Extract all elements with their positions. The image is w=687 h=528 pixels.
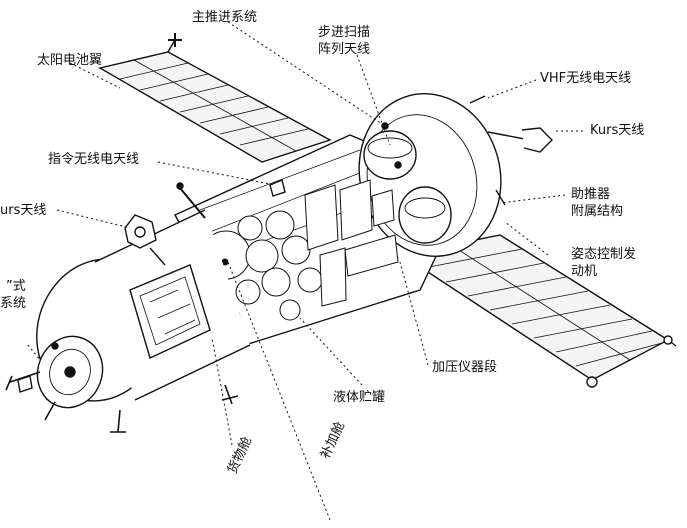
docking-system-label-line1: ”式 — [6, 279, 26, 294]
equipment-racks — [304, 179, 399, 307]
booster-attach-label: 助推器 附属结构 — [571, 186, 623, 220]
booster-attach-label-line1: 助推器 — [571, 187, 611, 202]
docking-system-label-line2: 系统 — [0, 296, 27, 311]
leader-lines — [27, 21, 583, 521]
cargo-module — [5, 209, 251, 409]
pressurized-section-label: 加压仪器段 — [432, 360, 498, 375]
kurs-antenna-left-body — [124, 214, 166, 266]
support-legs — [44, 384, 239, 433]
step-scan-array-label-line1: 步进扫描 — [318, 25, 371, 40]
docking-system-label: ”式 系统 — [0, 278, 26, 312]
solar-wing-label: 太阳电池翼 — [37, 53, 103, 68]
step-scan-array-label-line2: 阵列天线 — [318, 42, 371, 57]
liquid-tank-label: 液体贮罐 — [333, 390, 386, 405]
vhf-antenna-label: VHF无线电天线 — [540, 71, 632, 86]
attitude-control-label: 姿态控制发 动机 — [571, 246, 636, 280]
attitude-control-label-line2: 动机 — [571, 264, 598, 279]
kurs-antenna-right-label: Kurs天线 — [590, 123, 645, 138]
step-scan-array-label: 步进扫描 阵列天线 — [318, 24, 370, 58]
main-propulsion-label: 主推进系统 — [192, 10, 258, 25]
kurs-antenna-left-label: urs天线 — [0, 203, 47, 218]
booster-attach-label-line2: 附属结构 — [571, 204, 624, 219]
attitude-control-label-line1: 姿态控制发 — [571, 247, 637, 262]
command-antenna-body — [176, 179, 286, 219]
solar-wing-upper — [98, 33, 332, 163]
command-antenna-label: 指令无线电天线 — [48, 152, 140, 167]
